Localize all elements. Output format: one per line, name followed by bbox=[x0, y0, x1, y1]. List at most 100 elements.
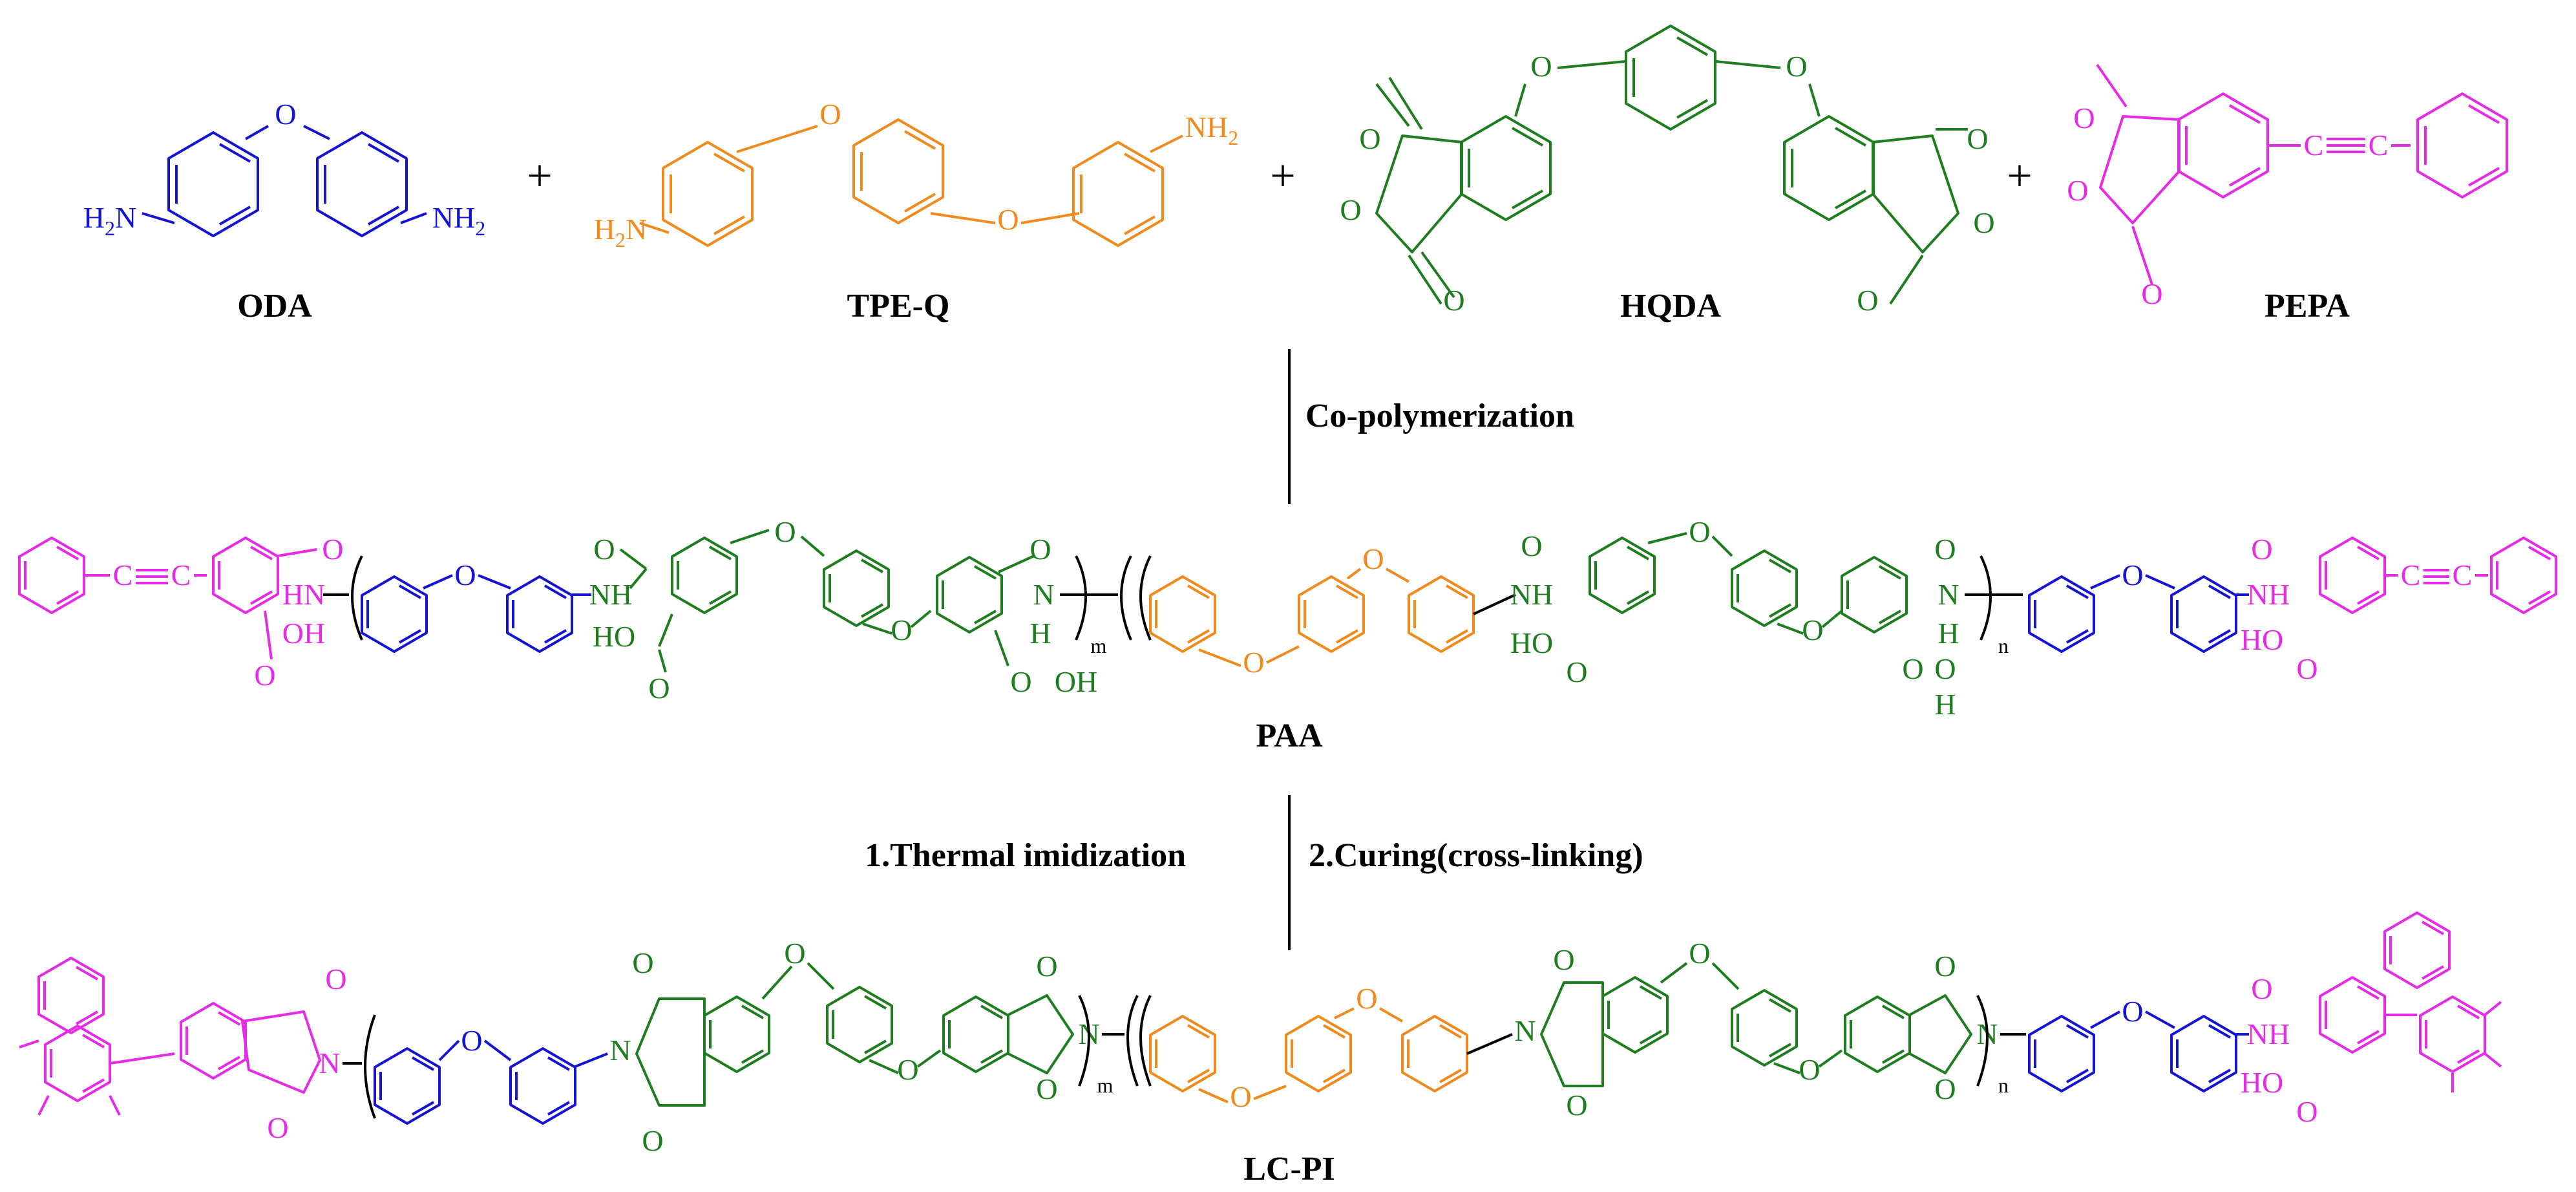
plus-sign-1: + bbox=[527, 151, 552, 201]
hqda-carbonyl-o-3: O bbox=[1967, 122, 1988, 155]
lcpi-subscript-m: m bbox=[1097, 1074, 1114, 1097]
paa-alkyne-c-3: C bbox=[2401, 559, 2421, 591]
plus-sign-3: + bbox=[2007, 151, 2032, 201]
paa-h-2: H bbox=[1937, 617, 1959, 650]
paa-oda-o: O bbox=[454, 559, 476, 591]
lcpi-hqda-o-4: O bbox=[1799, 1053, 1820, 1086]
paa-nh-3: NH bbox=[2247, 578, 2290, 611]
paa-hqda-o-4: O bbox=[1802, 613, 1823, 646]
paa-carbonyl-o-12: O bbox=[2296, 652, 2317, 685]
paa-n-2: N bbox=[1937, 578, 1959, 611]
paa-carbonyl-o-10: O bbox=[1902, 652, 1923, 685]
pepa-carbonyl-o-1: O bbox=[2073, 101, 2095, 134]
paa-carbonyl-o-6: O bbox=[1010, 665, 1031, 698]
lcpi-carbonyl-o-12: O bbox=[2296, 1095, 2317, 1128]
lcpi-oda-o: O bbox=[461, 1024, 482, 1057]
lcpi-carbonyl-o-9: O bbox=[1934, 950, 1956, 983]
tpeq-amine-left: H2N bbox=[594, 213, 647, 251]
lcpi-carbonyl-o-1: O bbox=[325, 963, 346, 995]
paa-nh-1: NH bbox=[589, 578, 632, 611]
paa-ho-1: HO bbox=[593, 620, 635, 653]
lcpi-carbonyl-o-3: O bbox=[632, 946, 653, 979]
hqda-structure: O O O O O O O O bbox=[1340, 25, 1995, 317]
paa-nh-2: NH bbox=[1510, 578, 1553, 611]
lcpi-n-2: N bbox=[609, 1034, 631, 1067]
step-curing: 2.Curing(cross-linking) bbox=[1309, 837, 1643, 874]
lcpi-tpeq-o-1: O bbox=[1230, 1080, 1251, 1113]
lcpi-carbonyl-o-2: O bbox=[267, 1111, 288, 1144]
paa-tpeq-o-1: O bbox=[1243, 646, 1264, 679]
paa-subscript-m: m bbox=[1091, 634, 1107, 657]
tpeq-amine-right: NH2 bbox=[1185, 111, 1238, 149]
tpeq-structure: O O H2N NH2 bbox=[594, 98, 1238, 251]
paa-alkyne-c-2: C bbox=[171, 559, 191, 591]
paa-carbonyl-o-7: O bbox=[1521, 529, 1542, 562]
step-thermal-imidization: 1.Thermal imidization bbox=[865, 837, 1186, 874]
paa-subscript-n: n bbox=[1998, 634, 2009, 657]
paa-hqda-o-1: O bbox=[774, 515, 796, 548]
paa-carbonyl-o-2: O bbox=[254, 659, 275, 692]
oda-amine-left: H2N bbox=[83, 201, 136, 240]
paa-carbonyl-o-11: O bbox=[2251, 533, 2272, 566]
lcpi-n-1: N bbox=[319, 1047, 340, 1080]
oda-label: ODA bbox=[237, 288, 312, 325]
paa-carbonyl-o-9: O bbox=[1934, 533, 1956, 566]
lcpi-oda-o-2: O bbox=[2122, 995, 2143, 1028]
oda-amine-right: NH2 bbox=[432, 201, 485, 240]
pepa-carbonyl-o-2: O bbox=[2141, 277, 2162, 310]
pepa-label: PEPA bbox=[2265, 288, 2350, 325]
tpeq-o-2: O bbox=[997, 203, 1019, 236]
paa-carbonyl-o-4: O bbox=[648, 672, 670, 705]
lcpi-hqda-o-1: O bbox=[784, 937, 805, 970]
paa-hn-1: HN bbox=[282, 578, 325, 611]
hqda-label: HQDA bbox=[1620, 288, 1721, 325]
lcpi-nh: NH bbox=[2247, 1017, 2290, 1050]
lcpi-carbonyl-o-6: O bbox=[1036, 1072, 1057, 1105]
tpeq-o-1: O bbox=[819, 98, 841, 131]
hqda-carbonyl-o-1: O bbox=[1359, 122, 1380, 155]
hqda-carbonyl-o-4: O bbox=[1857, 284, 1878, 317]
lcpi-hqda-o-2: O bbox=[897, 1053, 918, 1086]
lcpi-carbonyl-o-10: O bbox=[1934, 1072, 1956, 1105]
paa-h-1: H bbox=[1029, 617, 1051, 650]
paa-oh-2: OH bbox=[1055, 665, 1097, 698]
paa-carbonyl-o-5: O bbox=[1029, 533, 1051, 566]
paa-carbonyl-o-8: O bbox=[1566, 655, 1587, 688]
paa-oda-o-2: O bbox=[2122, 559, 2143, 591]
lcpi-label: LC-PI bbox=[1243, 1151, 1335, 1187]
paa-alkyne-c-4: C bbox=[2453, 559, 2473, 591]
paa-tpeq-o-2: O bbox=[1362, 542, 1384, 575]
lcpi-carbonyl-o-8: O bbox=[1566, 1089, 1587, 1122]
oda-ether-o: O bbox=[275, 98, 296, 131]
pepa-ring-o: O bbox=[2067, 174, 2088, 207]
paa-carbonyl-o-1: O bbox=[322, 533, 343, 566]
paa-ho-2: HO bbox=[1510, 626, 1553, 659]
pepa-alkyne-c-1: C bbox=[2304, 129, 2324, 162]
paa-n-1: N bbox=[1033, 578, 1054, 611]
lcpi-ho: HO bbox=[2241, 1066, 2283, 1099]
paa-ho-3: HO bbox=[2241, 623, 2283, 656]
step-copolymerization: Co-polymerization bbox=[1305, 398, 1574, 434]
plus-sign-2: + bbox=[1270, 151, 1295, 201]
paa-oh-3-o: O bbox=[1934, 652, 1956, 685]
lcpi-subscript-n: n bbox=[1998, 1074, 2009, 1097]
paa-carbonyl-o-3: O bbox=[593, 533, 615, 566]
paa-oh-3-h: H bbox=[1934, 688, 1956, 721]
lcpi-carbonyl-o-4: O bbox=[642, 1124, 663, 1157]
lcpi-n-4: N bbox=[1514, 1014, 1536, 1047]
lcpi-carbonyl-o-11: O bbox=[2251, 972, 2272, 1005]
hqda-carbonyl-o-2: O bbox=[1443, 284, 1464, 317]
lcpi-carbonyl-o-5: O bbox=[1036, 950, 1057, 983]
lcpi-hqda-o-3: O bbox=[1689, 937, 1710, 970]
lcpi-structure: O N O O N O O O O O N O m bbox=[19, 911, 2502, 1157]
paa-hqda-o-2: O bbox=[891, 613, 912, 646]
hqda-o-right: O bbox=[1786, 50, 1807, 83]
hqda-ring-o-1: O bbox=[1340, 193, 1361, 226]
pepa-alkyne-c-2: C bbox=[2369, 129, 2389, 162]
pepa-structure: O O O C C bbox=[2067, 63, 2508, 310]
paa-alkyne-c-1: C bbox=[113, 559, 133, 591]
paa-hqda-o-3: O bbox=[1689, 515, 1710, 548]
paa-structure: C C O HN OH O O NH O HO O O bbox=[18, 515, 2557, 721]
oda-structure: O H2N NH2 bbox=[83, 98, 485, 240]
